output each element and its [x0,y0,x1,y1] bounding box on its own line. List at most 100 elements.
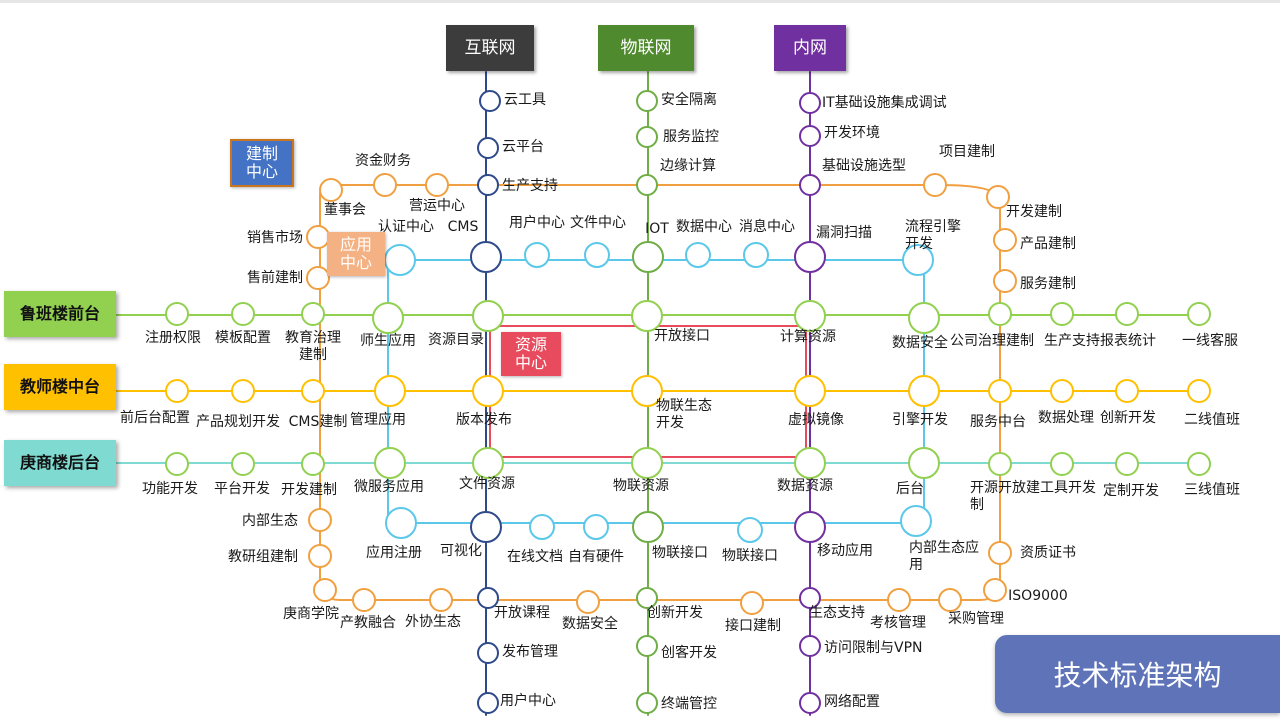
station-node [923,173,947,197]
station-node [1187,302,1211,326]
station-label: 公司治理建制 [950,333,1034,349]
station-label: 考核管理 [870,615,926,631]
station-node [301,452,325,476]
station-node [685,242,711,268]
station-node [472,447,504,479]
platform-back[interactable]: 庚商楼后台 [4,440,116,486]
station-label: 在线文档 [507,549,563,565]
station-node [477,137,499,159]
station-label: 一线客服 [1182,332,1238,349]
station-node [1115,452,1139,476]
station-node [308,544,332,568]
station-node [231,452,255,476]
station-label: 数据资源 [777,478,833,494]
station-node [938,588,962,612]
station-label: IT基础设施集成调试 [822,94,947,111]
station-node [794,447,826,479]
station-label: 平台开发 [214,481,270,497]
zone-build-center[interactable]: 建制 中心 [230,139,294,187]
station-node [1050,302,1074,326]
station-label: 物联接口 [652,544,708,561]
station-label: 用户中心 [500,692,556,709]
station-label: 工具开发 [1040,480,1096,496]
station-label: 报表统计 [1100,333,1156,349]
station-node [636,692,658,714]
station-node [631,375,663,407]
line-head-iot[interactable]: 物联网 [598,25,694,71]
station-node [477,587,499,609]
line-head-internet[interactable]: 互联网 [446,25,534,71]
station-label: 管理应用 [350,411,406,428]
station-label: 发布管理 [502,644,558,660]
station-label: 产教融合 [340,615,396,631]
station-node [479,90,501,112]
station-node [632,511,664,543]
station-label: 开发建制 [281,482,337,498]
station-label: 安全隔离 [661,91,717,108]
station-node [632,241,664,273]
station-node [902,244,934,276]
station-label: CMS [448,219,479,235]
station-label: 物联资源 [613,478,669,494]
station-label: 开发建制 [1006,204,1062,220]
station-label: 虚拟镜像 [788,412,844,428]
station-label: 创客开发 [661,644,717,661]
station-label: 董事会 [324,202,366,218]
station-label: 开放课程 [494,605,550,621]
station-node [887,588,911,612]
station-label: 销售市场 [247,229,303,246]
station-node [470,241,502,273]
station-node [372,302,404,334]
zone-resource-center[interactable]: 资源 中心 [501,332,561,376]
station-node [993,228,1017,252]
station-node [301,302,325,326]
station-label: 数据安全 [562,615,618,632]
station-node [983,578,1007,602]
station-node [1050,452,1074,476]
station-node [743,242,769,268]
station-label: 应用注册 [366,544,422,561]
station-node [900,505,932,537]
station-label: 采购管理 [948,611,1004,627]
station-node [1050,379,1074,403]
platform-front[interactable]: 鲁班楼前台 [4,291,116,337]
station-label: ISO9000 [1008,588,1068,604]
station-label: 注册权限 [145,330,201,346]
station-node [799,92,821,114]
station-label: 消息中心 [739,218,795,235]
station-node [799,125,821,147]
station-node [313,578,337,602]
zone-app-center[interactable]: 应用 中心 [327,232,385,276]
station-node [472,375,504,407]
station-label: 数据中心 [676,219,732,235]
station-node [576,590,600,614]
station-node [908,375,940,407]
top-rule [0,0,1280,3]
station-label: 开发环境 [824,125,880,141]
station-label: 流程引擎开发 [905,219,961,252]
line-head-intranet[interactable]: 内网 [774,25,846,71]
station-node [165,452,189,476]
station-node [636,174,658,196]
station-node [308,508,332,532]
station-node [477,642,499,664]
station-node [584,242,610,268]
station-node [908,447,940,479]
station-label: 终端管控 [661,696,717,712]
station-node [384,244,416,276]
station-label: 文件资源 [459,476,515,492]
station-node [636,126,658,148]
label-layer: 云工具云平台生产支持开放课程发布管理用户中心安全隔离服务监控边缘计算创新开发创客… [120,91,1240,712]
station-label: 外协生态 [405,614,461,630]
station-node [988,452,1012,476]
station-label: CMS建制 [289,414,348,430]
platform-middle[interactable]: 教师楼中台 [4,364,116,410]
station-node [583,514,609,540]
station-node [1187,379,1211,403]
station-node [425,173,449,197]
station-node [306,225,330,249]
station-label: 边缘计算 [660,158,716,174]
station-label: 开放接口 [654,327,710,344]
station-label: 云工具 [504,92,546,108]
station-label: 开源开放建制 [970,480,1040,513]
